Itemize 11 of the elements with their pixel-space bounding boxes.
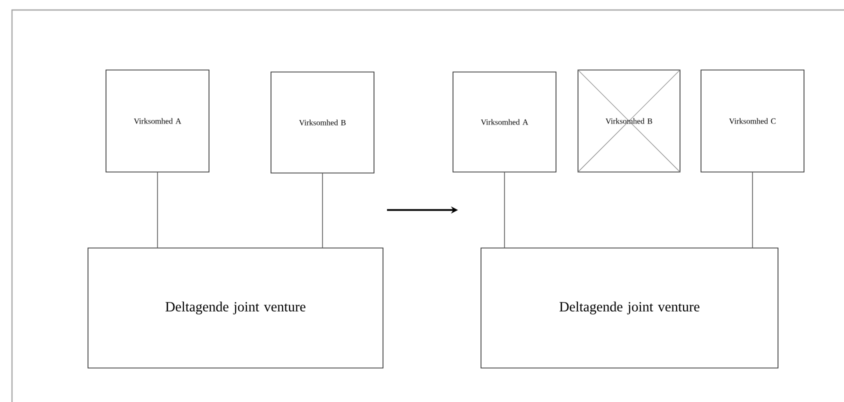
joint-venture-box: Deltagende joint venture — [480, 248, 778, 368]
connector-line — [322, 173, 323, 248]
connector-line — [752, 172, 753, 248]
connector-line — [157, 172, 158, 248]
connector-line — [504, 172, 505, 248]
company-box: Virksomhed A — [452, 72, 556, 172]
joint-venture-box: Deltagende joint venture — [88, 248, 384, 368]
company-box: Virksomhed B — [270, 72, 374, 174]
company-box: Virksomhed A — [106, 70, 210, 172]
company-box: Virksomhed C — [700, 70, 804, 172]
crossed-out-company-box: Virksomhed B — [577, 69, 681, 173]
